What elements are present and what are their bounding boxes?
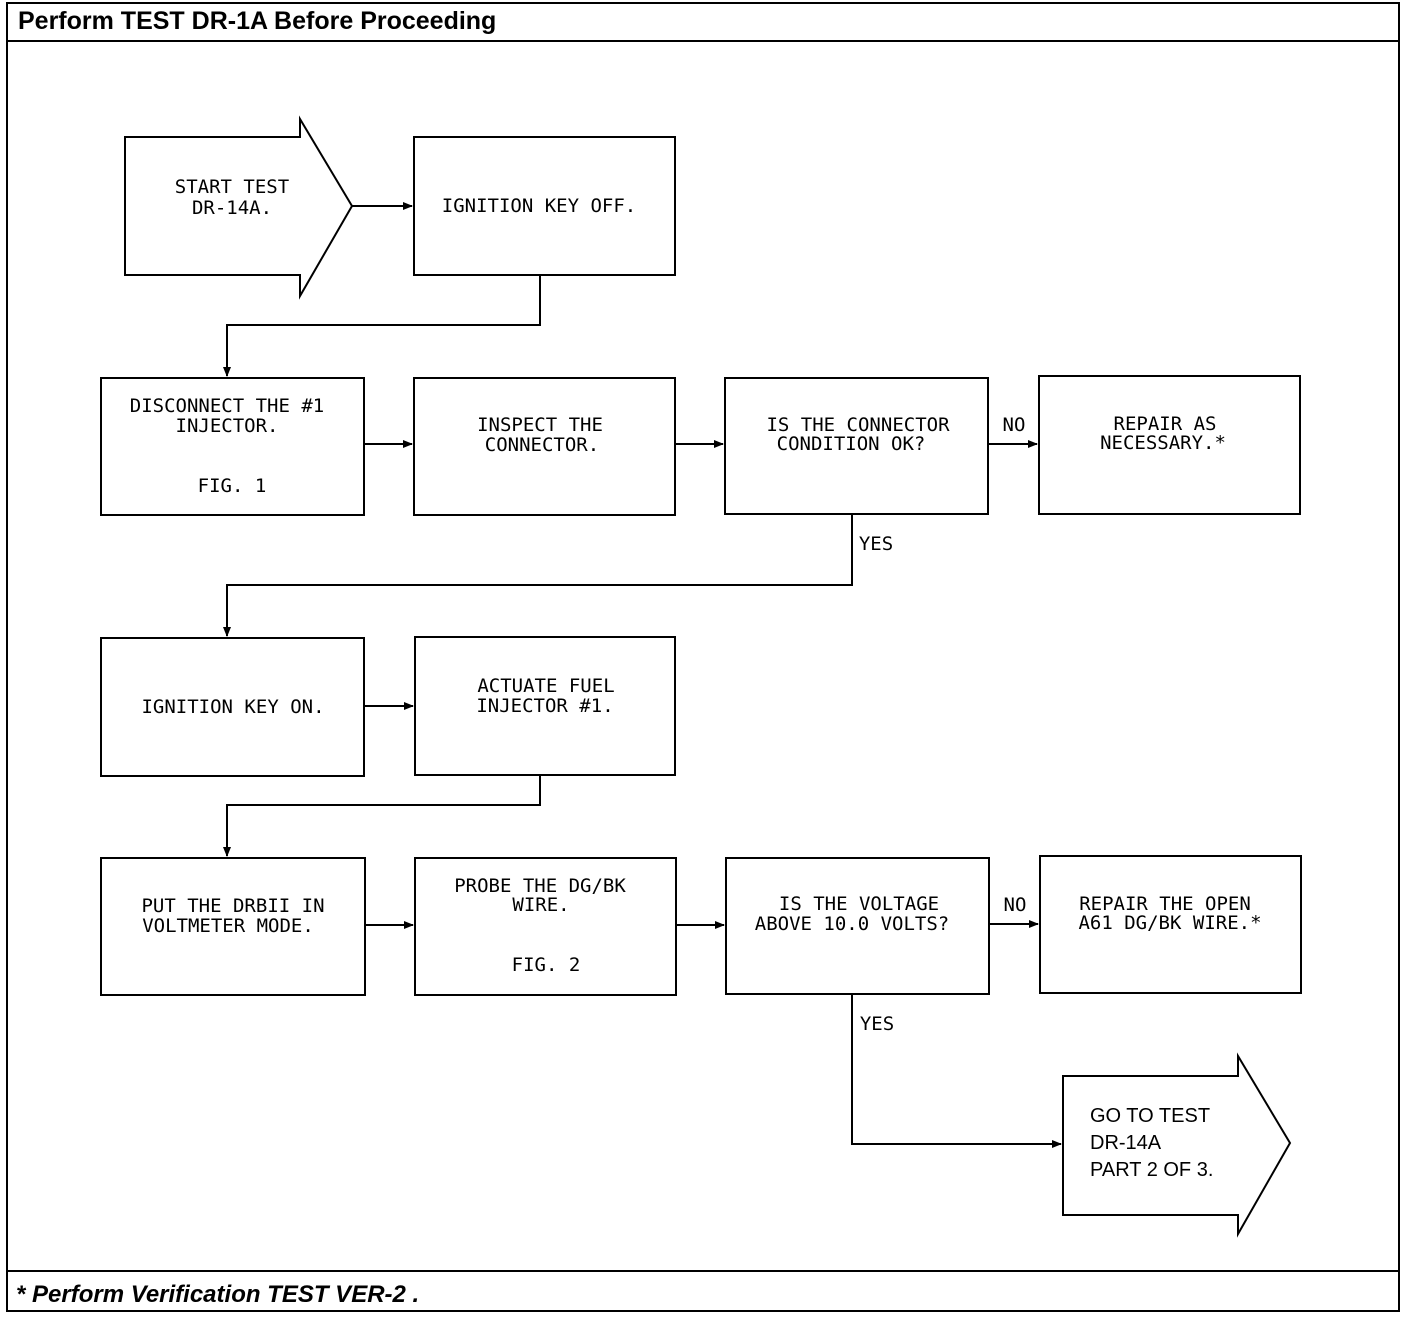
step-probe-line1: PROBE THE DG/BK [454,875,626,897]
footer-bar: * Perform Verification TEST VER-2 . [6,1270,1400,1312]
decision-connector-ok-line1: IS THE CONNECTOR [766,414,950,436]
step-repair-open-line1: REPAIR THE OPEN [1079,893,1251,915]
start-label-line2: DR-14A. [192,197,272,219]
step-actuate: ACTUATE FUEL INJECTOR #1. [414,636,676,776]
decision-connector-ok: IS THE CONNECTOR CONDITION OK? [724,377,989,515]
arrow-yes-to-ignition-on [223,514,853,637]
decision-voltage: IS THE VOLTAGE ABOVE 10.0 VOLTS? [725,857,990,995]
goto-label-line1: GO TO TEST [1090,1105,1210,1127]
step-actuate-line2: INJECTOR #1. [476,695,613,717]
step-inspect-line2: CONNECTOR. [485,434,599,456]
step-probe-fig: FIG. 2 [512,954,581,976]
label-no-2: NO [1004,894,1027,916]
step-actuate-line1: ACTUATE FUEL [477,675,614,697]
arrow-ignition-off-to-disconnect [223,275,541,377]
decision-voltage-line1: IS THE VOLTAGE [779,893,939,915]
step-ignition-on-text: IGNITION KEY ON. [141,696,324,718]
step-disconnect-line1: DISCONNECT THE #1 [130,395,324,417]
step-probe: PROBE THE DG/BK WIRE. FIG. 2 [414,857,677,996]
goto-label-line2: DR-14A [1090,1132,1162,1154]
step-repair: REPAIR AS NECESSARY.* [1038,375,1301,515]
arrow-yes-to-goto [851,994,1062,1148]
step-repair-open-line2: A61 DG/BK WIRE.* [1078,912,1261,934]
step-voltmeter-line1: PUT THE DRBII IN [141,895,324,917]
step-ignition-off: IGNITION KEY OFF. [413,136,676,276]
page-title: Perform TEST DR-1A Before Proceeding [18,7,497,35]
decision-voltage-line2: ABOVE 10.0 VOLTS? [755,913,949,935]
goto-arrow: GO TO TEST DR-14A PART 2 OF 3. [1062,1052,1292,1238]
label-yes-1: YES [859,533,893,555]
goto-label-line3: PART 2 OF 3. [1090,1159,1213,1181]
step-probe-line2: WIRE. [512,894,569,916]
step-disconnect-line2: INJECTOR. [176,415,279,437]
step-repair-line1: REPAIR AS [1114,413,1217,435]
start-label-line1: START TEST [175,176,289,198]
step-inspect-line1: INSPECT THE [477,414,603,436]
footer-note: * Perform Verification TEST VER-2 . [16,1281,420,1308]
step-repair-open: REPAIR THE OPEN A61 DG/BK WIRE.* [1039,855,1302,994]
header-bar: Perform TEST DR-1A Before Proceeding [6,2,1400,42]
step-disconnect: DISCONNECT THE #1 INJECTOR. FIG. 1 [100,377,365,516]
step-voltmeter: PUT THE DRBII IN VOLTMETER MODE. [100,857,366,996]
page-frame [6,2,1400,1312]
label-no-1: NO [1003,414,1026,436]
step-ignition-off-text: IGNITION KEY OFF. [442,195,636,217]
step-repair-line2: NECESSARY.* [1100,432,1226,454]
step-inspect: INSPECT THE CONNECTOR. [413,377,676,516]
step-voltmeter-line2: VOLTMETER MODE. [142,915,314,937]
decision-connector-ok-line2: CONDITION OK? [777,433,926,455]
step-disconnect-fig: FIG. 1 [198,475,267,497]
label-yes-2: YES [860,1013,894,1035]
arrow-actuate-to-voltmeter [223,775,541,857]
start-arrow: START TEST DR-14A. [124,115,354,300]
step-ignition-on: IGNITION KEY ON. [100,637,365,777]
